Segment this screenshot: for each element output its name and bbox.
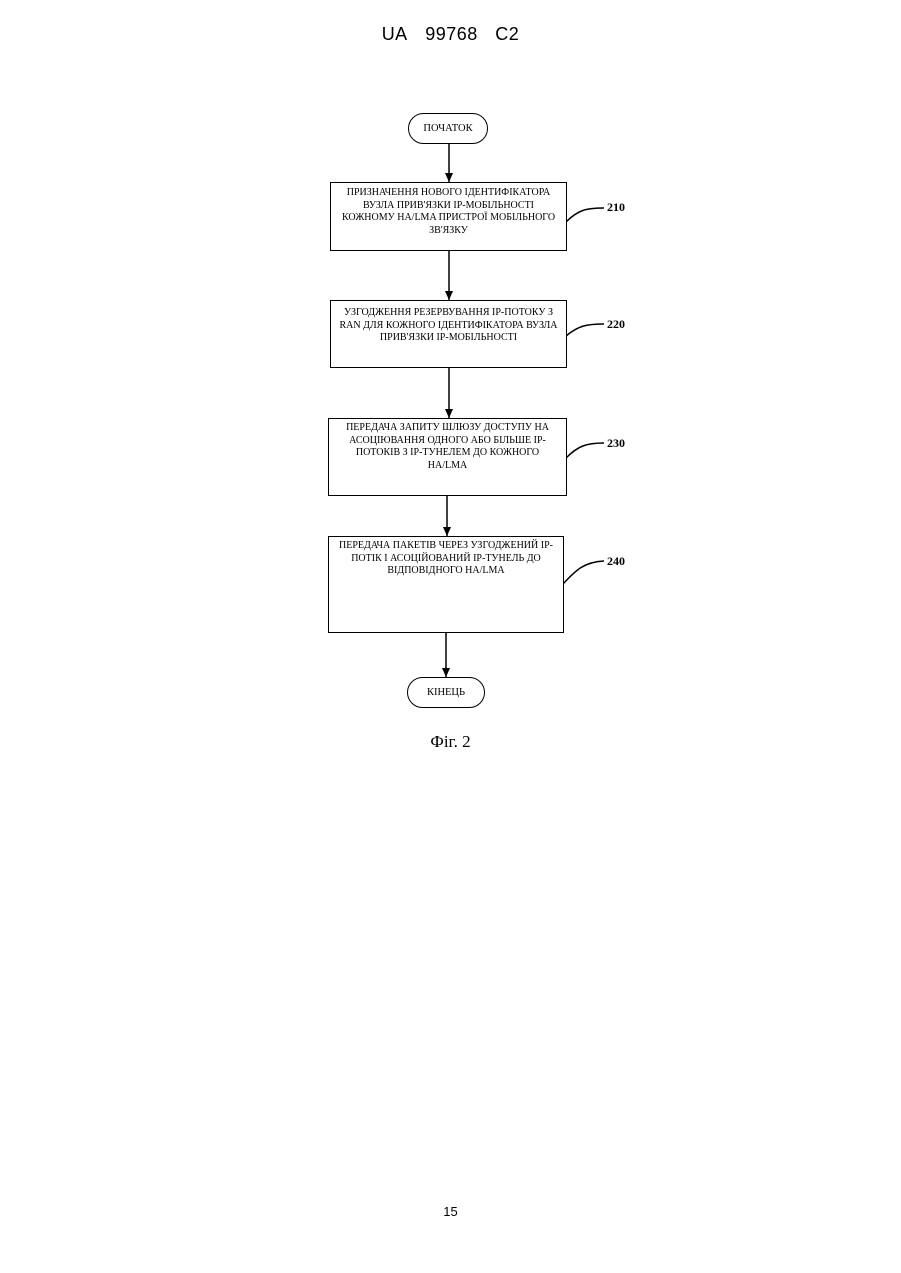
patent-kind: C2 bbox=[495, 24, 519, 44]
figure-caption: Фіг. 2 bbox=[0, 732, 901, 752]
step-210-ref: 210 bbox=[607, 200, 625, 215]
step-210-box: ПРИЗНАЧЕННЯ НОВОГО ІДЕНТИФІКАТОРА ВУЗЛА … bbox=[330, 182, 567, 251]
leader-240 bbox=[563, 561, 604, 584]
start-terminal: ПОЧАТОК bbox=[408, 113, 488, 144]
leader-220 bbox=[566, 324, 604, 336]
leader-210 bbox=[566, 208, 604, 222]
step-230-ref: 230 bbox=[607, 436, 625, 451]
step-220-ref: 220 bbox=[607, 317, 625, 332]
end-terminal: КІНЕЦЬ bbox=[407, 677, 485, 708]
step-240-ref: 240 bbox=[607, 554, 625, 569]
patent-number: 99768 bbox=[425, 24, 478, 44]
step-220-box: УЗГОДЖЕННЯ РЕЗЕРВУВАННЯ IP-ПОТОКУ З RAN … bbox=[330, 300, 567, 368]
patent-header: UA 99768 C2 bbox=[0, 24, 901, 45]
page-number: 15 bbox=[0, 1204, 901, 1219]
step-230-box: ПЕРЕДАЧА ЗАПИТУ ШЛЮЗУ ДОСТУПУ НА АСОЦІЮВ… bbox=[328, 418, 567, 496]
step-240-box: ПЕРЕДАЧА ПАКЕТІВ ЧЕРЕЗ УЗГОДЖЕНИЙ IP-ПОТ… bbox=[328, 536, 564, 633]
leader-230 bbox=[566, 443, 604, 458]
patent-country: UA bbox=[382, 24, 408, 44]
